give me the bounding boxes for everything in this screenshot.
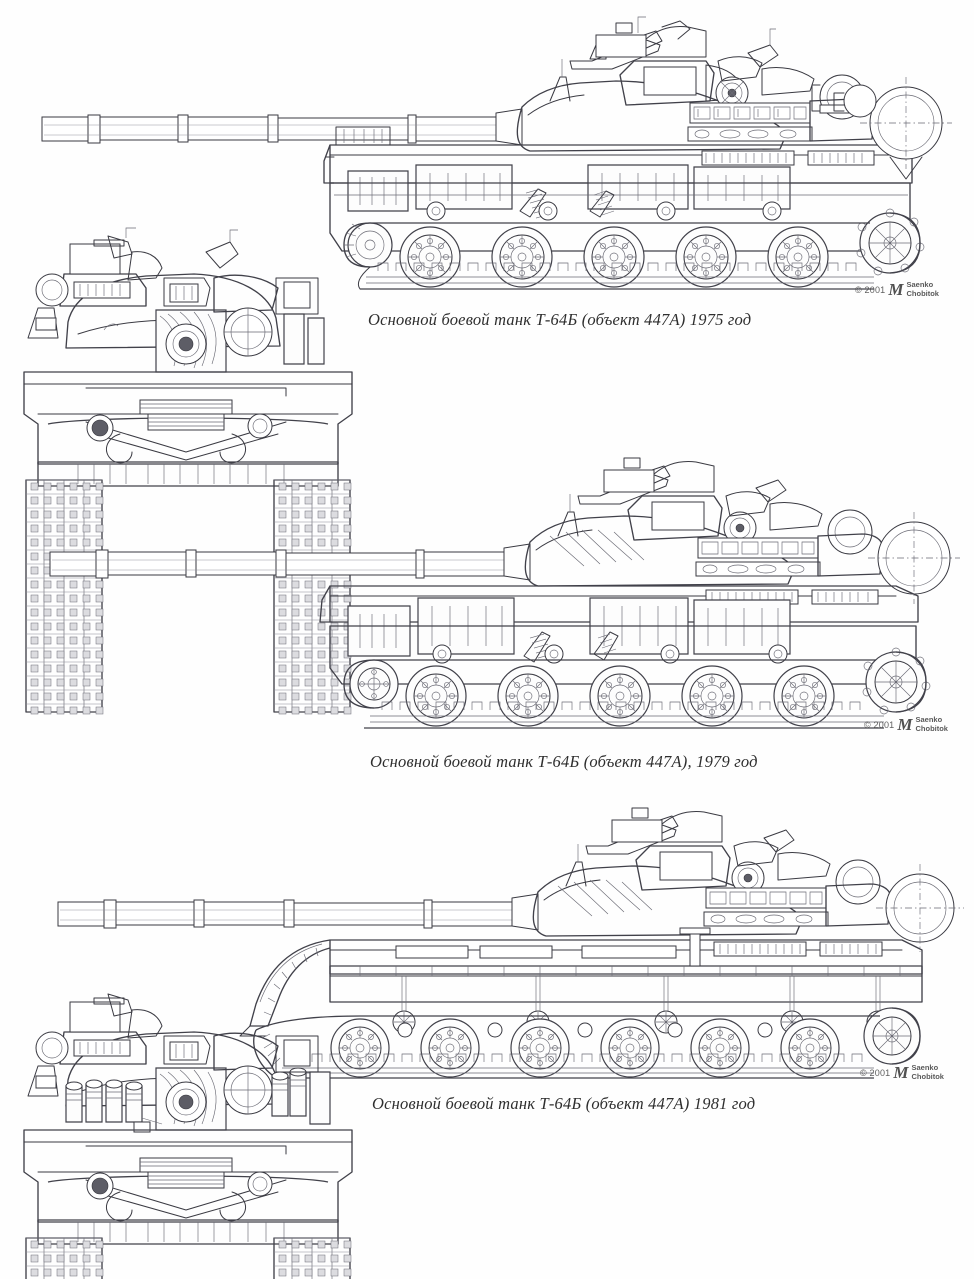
author-name-2: Chobitok [915, 723, 948, 733]
copyright-text: © 2001 [855, 284, 886, 295]
monogram-icon: M [897, 714, 913, 734]
copyright-text: © 2001 [864, 719, 895, 730]
monogram-icon: M [888, 279, 904, 299]
caption-1975: Основной боевой танк Т-64Б (объект 447А)… [368, 310, 752, 329]
author-name-1: Saenko [911, 1063, 939, 1072]
side-view-1979 [49, 457, 960, 729]
author-name-2: Chobitok [911, 1071, 944, 1081]
caption-1981: Основной боевой танк Т-64Б (объект 447А)… [372, 1094, 756, 1113]
front-view-1981 [23, 993, 353, 1279]
caption-1979: Основной боевой танк Т-64Б (объект 447А)… [370, 752, 758, 771]
watermark-2: © 2001 M Saenko Chobitok [864, 714, 948, 734]
author-name-2: Chobitok [906, 288, 939, 298]
author-name-1: Saenko [915, 715, 943, 724]
side-view-1981 [57, 807, 964, 1079]
watermark-3: © 2001 M Saenko Chobitok [860, 1062, 944, 1082]
watermark-1: © 2001 M Saenko Chobitok [855, 279, 939, 299]
author-name-1: Saenko [906, 280, 934, 289]
copyright-text: © 2001 [860, 1067, 891, 1078]
monogram-icon: M [893, 1062, 909, 1082]
side-view-1975 [41, 16, 952, 290]
